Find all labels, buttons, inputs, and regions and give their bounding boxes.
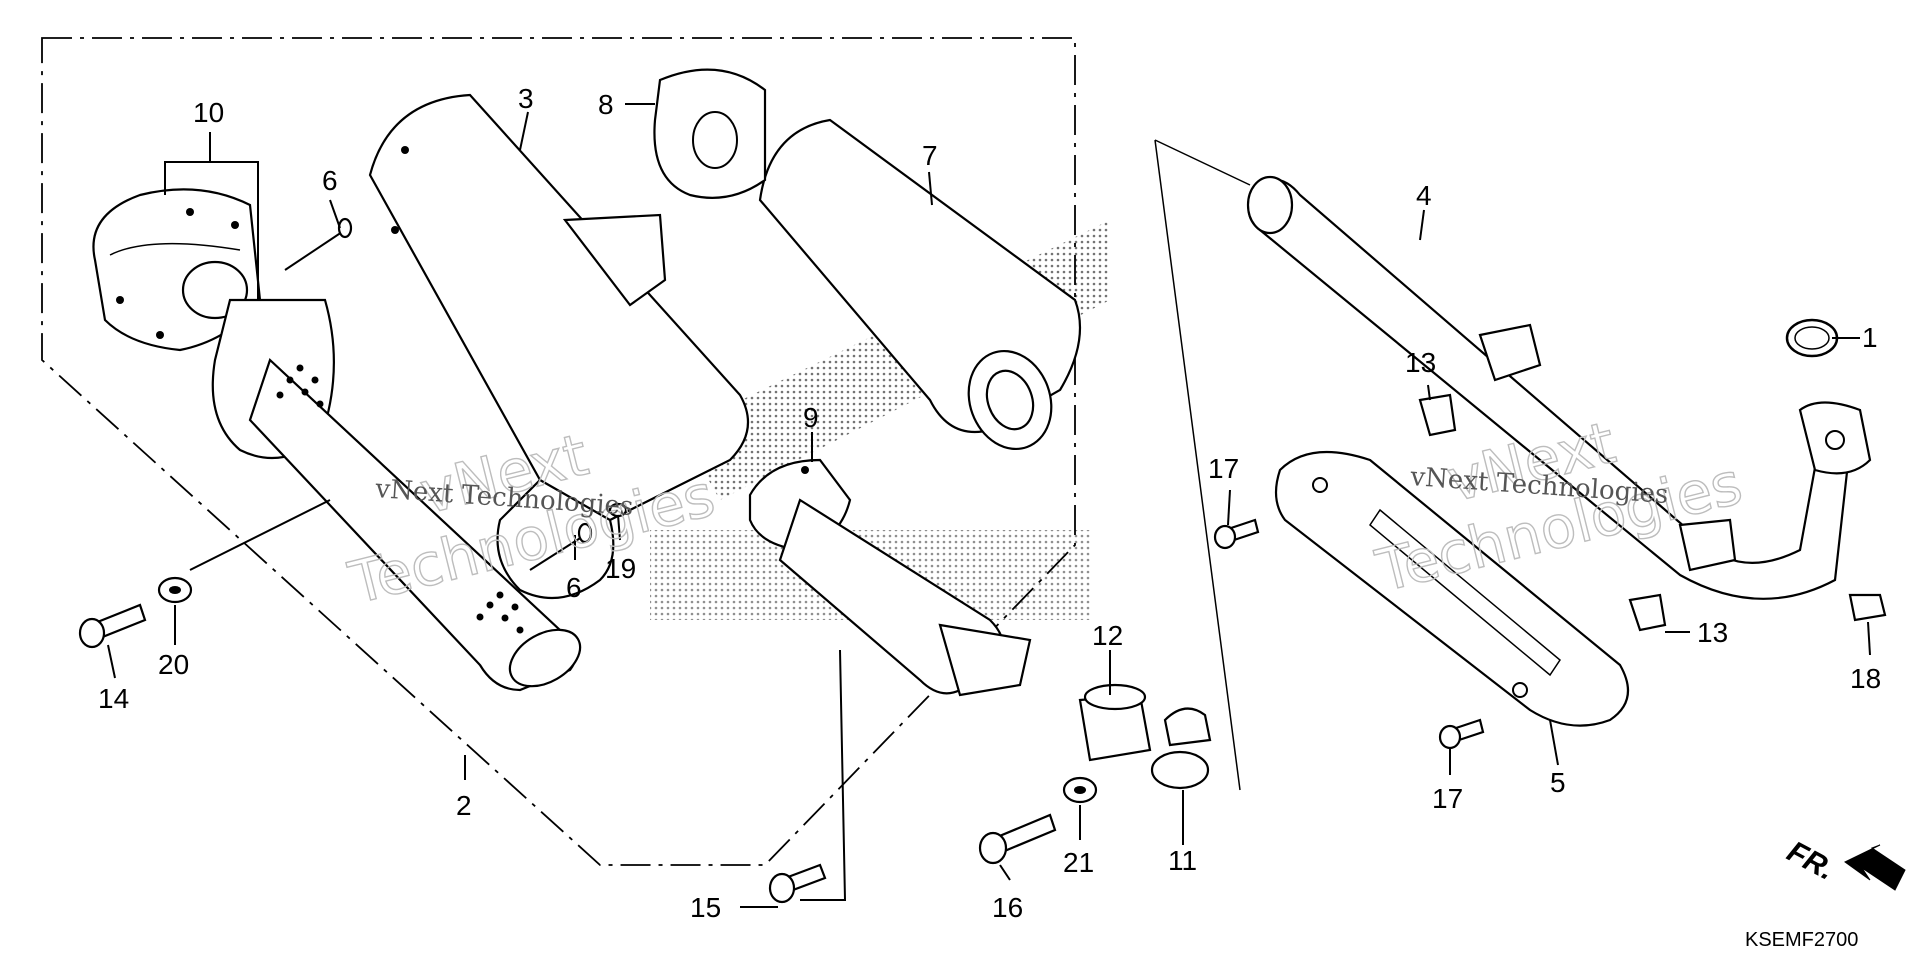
callout-15: 15 [690, 892, 721, 923]
callout-13b: 13 [1697, 617, 1728, 648]
muffler-group-outline [41, 37, 1076, 866]
leader-lines [107, 103, 1871, 908]
callout-8: 8 [598, 89, 614, 120]
callout-6a: 6 [322, 165, 338, 196]
arrow-icon [1844, 844, 1906, 891]
callout-3: 3 [518, 83, 534, 114]
callout-21: 21 [1063, 847, 1094, 878]
callout-5: 5 [1550, 767, 1566, 798]
callout-19: 19 [605, 553, 636, 584]
callout-9: 9 [803, 402, 819, 433]
callout-2: 2 [456, 790, 472, 821]
callout-12: 12 [1092, 620, 1123, 651]
diagram-code: KSEMF2700 [1745, 929, 1858, 951]
callout-labels: 1 2 3 4 5 6 6 7 8 9 10 11 12 13 13 14 15… [98, 83, 1881, 923]
collar-part [1078, 683, 1152, 762]
band-clamp-part [1150, 707, 1212, 790]
muffler-packing-part [758, 118, 1082, 451]
callout-10: 10 [193, 97, 224, 128]
callout-20: 20 [158, 649, 189, 680]
pipe-group-outline [1154, 139, 1251, 791]
callout-7: 7 [922, 140, 938, 171]
direction-label: FR. [1782, 835, 1840, 887]
exhaust-pipe-part [1246, 175, 1852, 600]
mounting-joint-part [748, 458, 1032, 697]
callout-16: 16 [992, 892, 1023, 923]
callout-13a: 13 [1405, 347, 1436, 378]
callout-6b: 6 [566, 572, 582, 603]
flange-part [1798, 401, 1872, 475]
inner-tube-part [211, 298, 582, 692]
callout-4: 4 [1416, 180, 1432, 211]
muffler-body-part [368, 93, 750, 600]
callout-11: 11 [1168, 845, 1197, 876]
callout-17b: 17 [1432, 783, 1463, 814]
heat-protector-part [1274, 450, 1630, 727]
end-cap-part [92, 188, 262, 352]
fasteners [78, 217, 1887, 904]
callout-14: 14 [98, 683, 129, 714]
callout-17a: 17 [1208, 453, 1239, 484]
callout-18: 18 [1850, 663, 1881, 694]
callout-1: 1 [1862, 322, 1878, 353]
front-direction-indicator: FR. [1782, 835, 1906, 891]
